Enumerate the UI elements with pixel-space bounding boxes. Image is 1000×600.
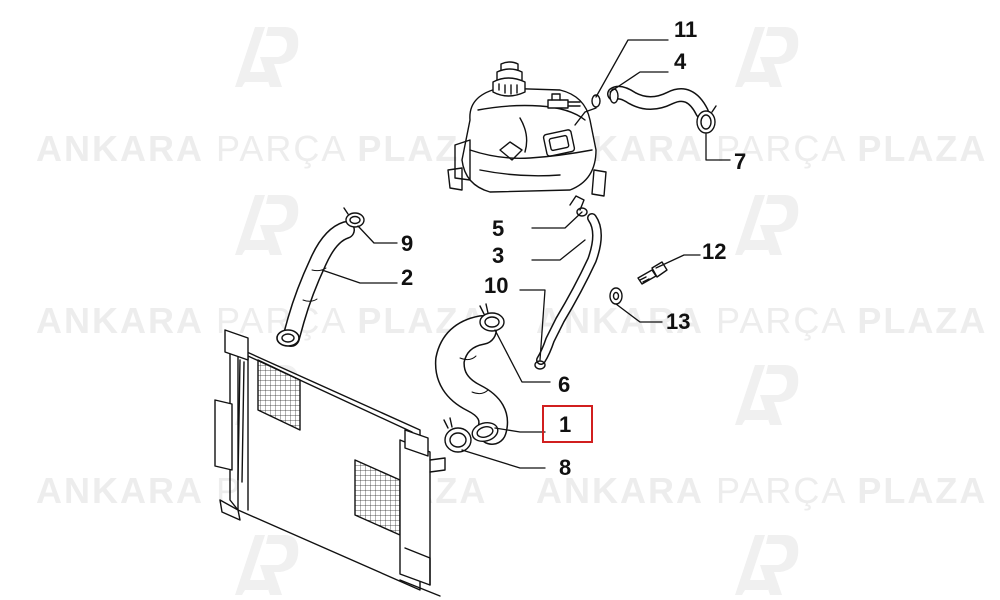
callout-1[interactable]: 1 bbox=[559, 412, 572, 437]
clamp-7 bbox=[696, 105, 717, 134]
o-ring-5 bbox=[576, 207, 588, 217]
expansion-tank bbox=[447, 61, 607, 211]
clamp-8 bbox=[443, 417, 472, 453]
washer-13 bbox=[609, 287, 623, 305]
callout-5[interactable]: 5 bbox=[492, 216, 505, 241]
watermark-text: ANKARA PARÇA PLAZA bbox=[536, 300, 988, 341]
highlight-box bbox=[542, 405, 593, 443]
watermark-logo bbox=[735, 535, 799, 595]
leader-lines bbox=[321, 39, 731, 469]
watermark-logo bbox=[235, 27, 299, 87]
watermark-logo bbox=[235, 195, 299, 255]
callout-12[interactable]: 12 bbox=[702, 239, 727, 264]
callout-7[interactable]: 7 bbox=[734, 149, 747, 174]
callout-4[interactable]: 4 bbox=[674, 49, 687, 74]
watermark-logo bbox=[735, 27, 799, 87]
clamp-6 bbox=[479, 303, 505, 332]
radiator bbox=[214, 329, 446, 597]
watermark-logo bbox=[735, 365, 799, 425]
callout-8[interactable]: 8 bbox=[559, 455, 572, 480]
callout-3[interactable]: 3 bbox=[492, 243, 505, 268]
watermark-logo bbox=[235, 535, 299, 595]
callout-6[interactable]: 6 bbox=[558, 372, 571, 397]
callout-13[interactable]: 13 bbox=[666, 309, 691, 334]
hose-2 bbox=[276, 221, 355, 347]
o-ring-11 bbox=[591, 94, 601, 108]
callout-11[interactable]: 11 bbox=[674, 17, 698, 42]
watermark-text: ANKARA PARÇA PLAZA bbox=[36, 300, 488, 341]
bolt-12 bbox=[637, 261, 668, 285]
hose-1 bbox=[434, 315, 509, 445]
callout-2[interactable]: 2 bbox=[401, 265, 414, 290]
hose-4 bbox=[607, 85, 709, 119]
hose-3 bbox=[536, 213, 602, 365]
watermark-logo bbox=[735, 195, 799, 255]
callout-10[interactable]: 10 bbox=[484, 273, 509, 298]
callout-9[interactable]: 9 bbox=[401, 231, 414, 256]
watermark-text: ANKARA PARÇA PLAZA bbox=[536, 470, 988, 511]
o-ring-10 bbox=[534, 360, 546, 370]
clamp-9 bbox=[343, 207, 365, 228]
